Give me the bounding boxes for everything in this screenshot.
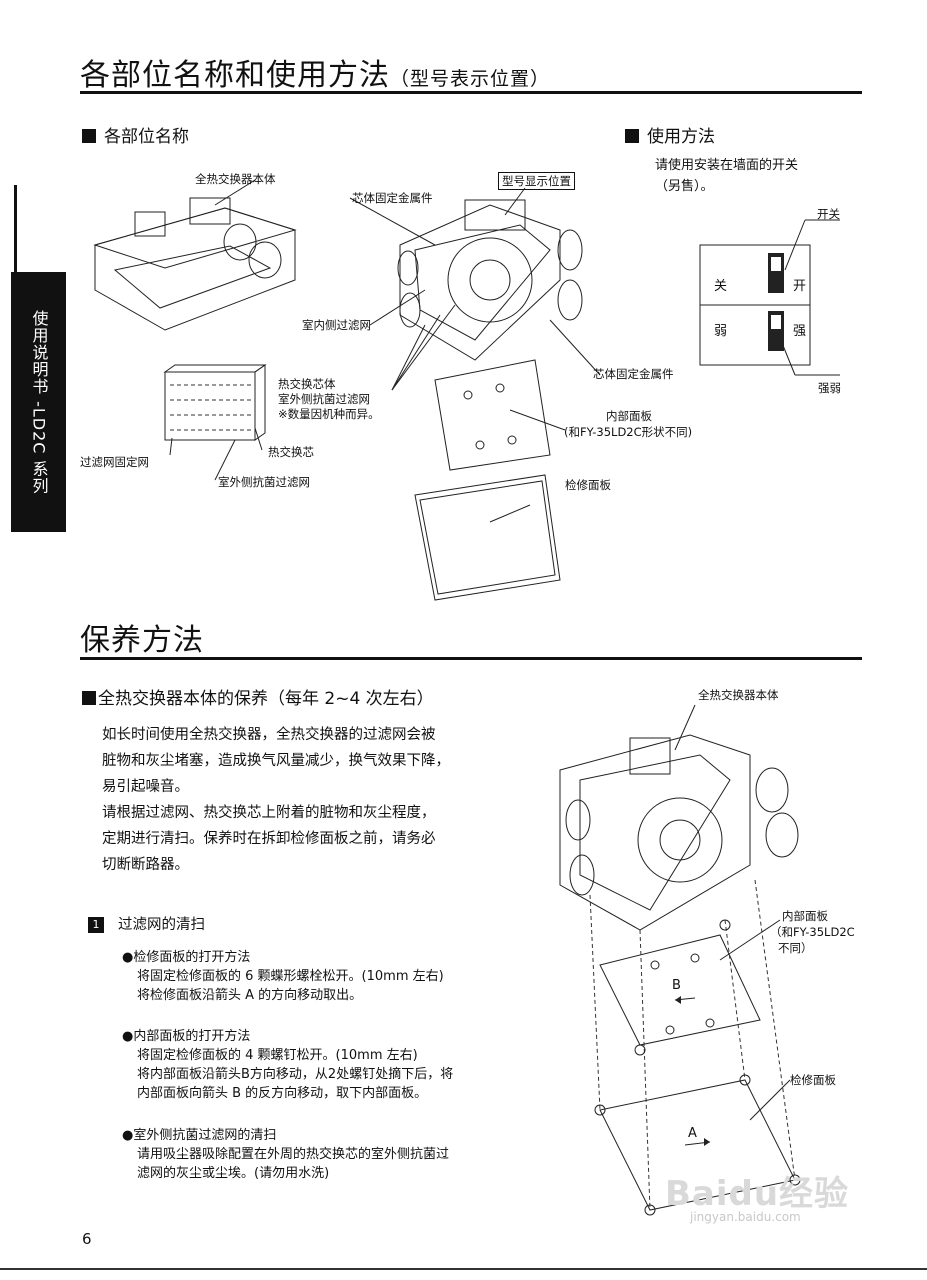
small-unit-drawing bbox=[93, 197, 297, 331]
diagram-label-service-panel: 检修面板 bbox=[790, 1073, 836, 1087]
label-model-position: 型号显示位置 bbox=[498, 172, 575, 190]
maintenance-rule bbox=[80, 657, 862, 660]
label-strength: 强弱 bbox=[818, 381, 841, 395]
switch-weak-label: 弱 bbox=[714, 324, 728, 339]
title-rule bbox=[80, 91, 862, 94]
parts-diagram bbox=[93, 179, 601, 601]
filter-core-drawing bbox=[163, 364, 267, 441]
diagram-label-inner-note-2: 不同） bbox=[778, 941, 813, 955]
label-heat-core: 热交换芯 bbox=[268, 445, 314, 459]
usage-text: 请使用安装在墙面的开关 （另售）。 bbox=[655, 158, 799, 194]
label-switch: 开关 bbox=[817, 207, 840, 221]
maintenance-subheading: 全热交换器本体的保养（每年 2~4 次左右） bbox=[82, 684, 434, 709]
usage-heading: 使用方法 bbox=[625, 122, 715, 147]
label-core-bracket-bottom: 芯体固定金属件 bbox=[593, 367, 674, 381]
label-core-bracket-top: 芯体固定金属件 bbox=[352, 191, 433, 205]
maintenance-paragraph-2: 请根据过滤网、热交换芯上附着的脏物和灰尘程度， 定期进行清扫。保养时在拆卸检修面… bbox=[102, 805, 436, 873]
diagram-arrow-a-label: A bbox=[688, 1126, 697, 1141]
diagram-label-main-unit: 全热交换器本体 bbox=[698, 688, 779, 702]
label-indoor-filter: 室内侧过滤网 bbox=[302, 318, 371, 332]
label-core-filter-2: 室外侧抗菌过滤网 bbox=[278, 392, 370, 406]
label-main-unit: 全热交换器本体 bbox=[195, 172, 276, 186]
label-inner-panel-note: (和FY-35LD2C形状不同) bbox=[564, 425, 693, 439]
maintenance-title: 保养方法 bbox=[80, 623, 204, 658]
label-filter-fixing: 过滤网固定网 bbox=[80, 455, 149, 469]
page-title: 各部位名称和使用方法（型号表示位置） bbox=[80, 50, 550, 94]
service-panel-drawing bbox=[414, 474, 561, 601]
page-title-suffix: （型号表示位置） bbox=[390, 68, 551, 90]
wall-switch-diagram bbox=[699, 219, 840, 376]
label-outdoor-filter: 室外侧抗菌过滤网 bbox=[218, 475, 310, 489]
watermark-logo: Baidu经验 bbox=[665, 1174, 850, 1214]
square-bullet-icon bbox=[82, 129, 96, 143]
label-inner-panel: 内部面板 bbox=[606, 409, 652, 423]
side-tab-text: 使用说明书 -LD2C 系列 bbox=[29, 309, 49, 495]
label-core-filter-1: 热交换芯体 bbox=[278, 377, 336, 391]
switch-strong-label: 强 bbox=[793, 324, 807, 339]
maintenance-diagram bbox=[559, 704, 801, 1216]
step-number-badge: 1 bbox=[88, 917, 104, 933]
page-title-text: 各部位名称和使用方法 bbox=[80, 58, 390, 93]
bullet-inner-panel: ●内部面板的打开方法 将固定检修面板的 4 颗螺钉松开。(10mm 左右) 将内… bbox=[122, 1029, 454, 1101]
main-unit-drawing bbox=[397, 199, 583, 361]
maintenance-paragraph-1: 如长时间使用全热交换器，全热交换器的过滤网会被 脏物和灰尘堵塞，造成换气风量减少… bbox=[102, 727, 450, 795]
square-bullet-icon bbox=[625, 129, 639, 143]
bottom-edge-line bbox=[0, 1268, 927, 1270]
parts-heading: 各部位名称 bbox=[82, 122, 189, 147]
inner-panel-drawing bbox=[434, 359, 551, 471]
bullet-outdoor-filter: ●室外侧抗菌过滤网的清扫 请用吸尘器吸除配置在外周的热交换芯的室外侧抗菌过 滤网… bbox=[122, 1128, 450, 1181]
bullet-service-panel: ●检修面板的打开方法 将固定检修面板的 6 颗蝶形螺栓松开。(10mm 左右) … bbox=[122, 950, 444, 1003]
side-tab: 使用说明书 -LD2C 系列 bbox=[11, 272, 66, 532]
side-tab-line bbox=[14, 185, 17, 272]
label-service-panel: 检修面板 bbox=[565, 478, 611, 492]
switch-on-label: 开 bbox=[793, 279, 807, 294]
watermark-url: jingyan.baidu.com bbox=[690, 1210, 801, 1224]
label-core-filter-note: ※数量因机种而异。 bbox=[278, 407, 380, 421]
square-bullet-icon bbox=[82, 691, 96, 705]
diagram-label-inner-panel: 内部面板 bbox=[782, 909, 828, 923]
diagram-label-inner-note-1: （和FY-35LD2C bbox=[770, 925, 855, 939]
switch-off-label: 关 bbox=[714, 279, 728, 294]
page-number: 6 bbox=[82, 1230, 92, 1248]
diagram-arrow-b-label: B bbox=[672, 978, 681, 993]
